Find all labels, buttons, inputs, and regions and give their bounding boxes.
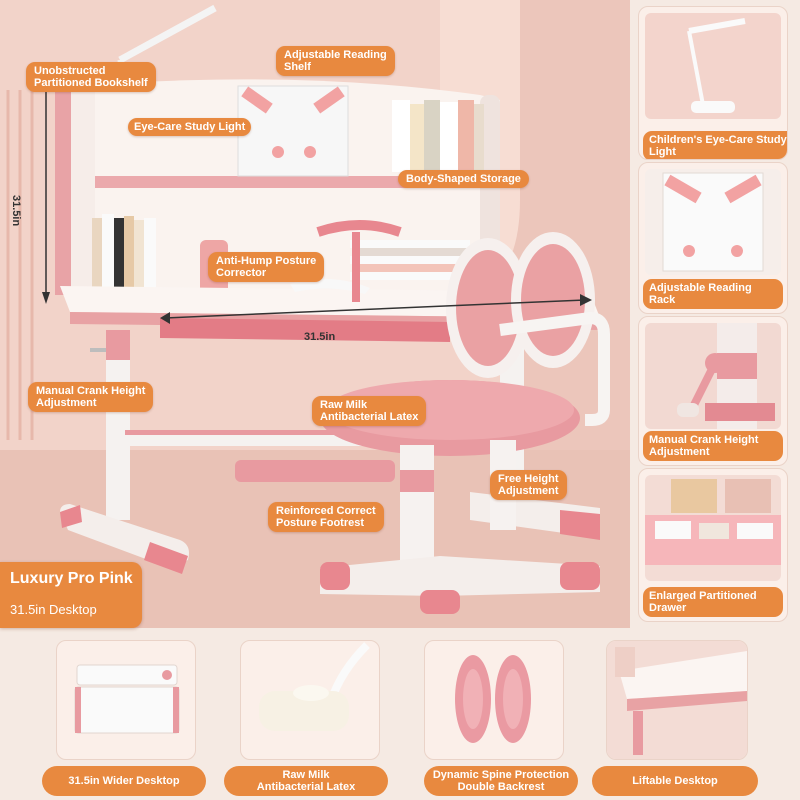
side-feature-label: Adjustable Reading Rack [643, 279, 783, 309]
bottom-feature-label: 31.5in Wider Desktop [42, 766, 206, 796]
side-feature-card-lamp: Children's Eye-Care Study Light [638, 6, 788, 160]
reading-rack-icon [645, 169, 781, 275]
desk-chair-illustration [0, 0, 630, 628]
callout-bookshelf: Unobstructed Partitioned Bookshelf [26, 62, 156, 92]
latex-cushion-icon [259, 642, 370, 731]
product-hero-image: Unobstructed Partitioned Bookshelf Adjus… [0, 0, 630, 628]
height-dimension-label: 31.5in [10, 195, 22, 227]
side-feature-label: Children's Eye-Care Study Light [643, 131, 787, 159]
crank-handle-icon [645, 323, 781, 429]
side-feature-card-rack: Adjustable Reading Rack [638, 162, 788, 314]
callout-free-height: Free Height Adjustment [490, 470, 567, 500]
side-feature-card-crank: Manual Crank Height Adjustment [638, 316, 788, 466]
desktop-board-icon [74, 664, 180, 734]
bottom-feature-card-latex [240, 640, 380, 760]
bottom-feature-card-lift [606, 640, 748, 760]
side-feature-label: Manual Crank Height Adjustment [643, 431, 783, 461]
callout-footrest: Reinforced Correct Posture Footrest [268, 502, 384, 532]
callout-body-storage: Body-Shaped Storage [398, 170, 529, 188]
double-backrest-icon [455, 655, 531, 743]
bottom-feature-card-desktop [56, 640, 196, 760]
desk-lamp-icon [645, 13, 781, 119]
bottom-feature-label: Raw Milk Antibacterial Latex [224, 766, 388, 796]
side-feature-card-drawer: Enlarged Partitioned Drawer [638, 468, 788, 622]
callout-latex: Raw Milk Antibacterial Latex [312, 396, 427, 426]
bottom-feature-label: Dynamic Spine Protection Double Backrest [424, 766, 578, 796]
callout-study-light: Eye-Care Study Light [128, 118, 252, 136]
callout-reading-shelf: Adjustable Reading Shelf [276, 46, 395, 76]
callout-crank-height: Manual Crank Height Adjustment [28, 382, 154, 412]
bottom-feature-label: Liftable Desktop [592, 766, 758, 796]
bottom-feature-card-backrest [424, 640, 564, 760]
width-dimension-label: 31.5in [304, 331, 336, 343]
drawer-icon [645, 475, 781, 581]
variant-name: Luxury Pro Pink [10, 570, 133, 587]
variant-size: 31.5in Desktop [10, 602, 97, 617]
product-variant-badge: Luxury Pro Pink 31.5in Desktop [0, 562, 142, 628]
callout-posture-corrector: Anti-Hump Posture Corrector [208, 252, 325, 282]
tilt-desktop-icon [607, 641, 747, 759]
side-feature-label: Enlarged Partitioned Drawer [643, 587, 783, 617]
